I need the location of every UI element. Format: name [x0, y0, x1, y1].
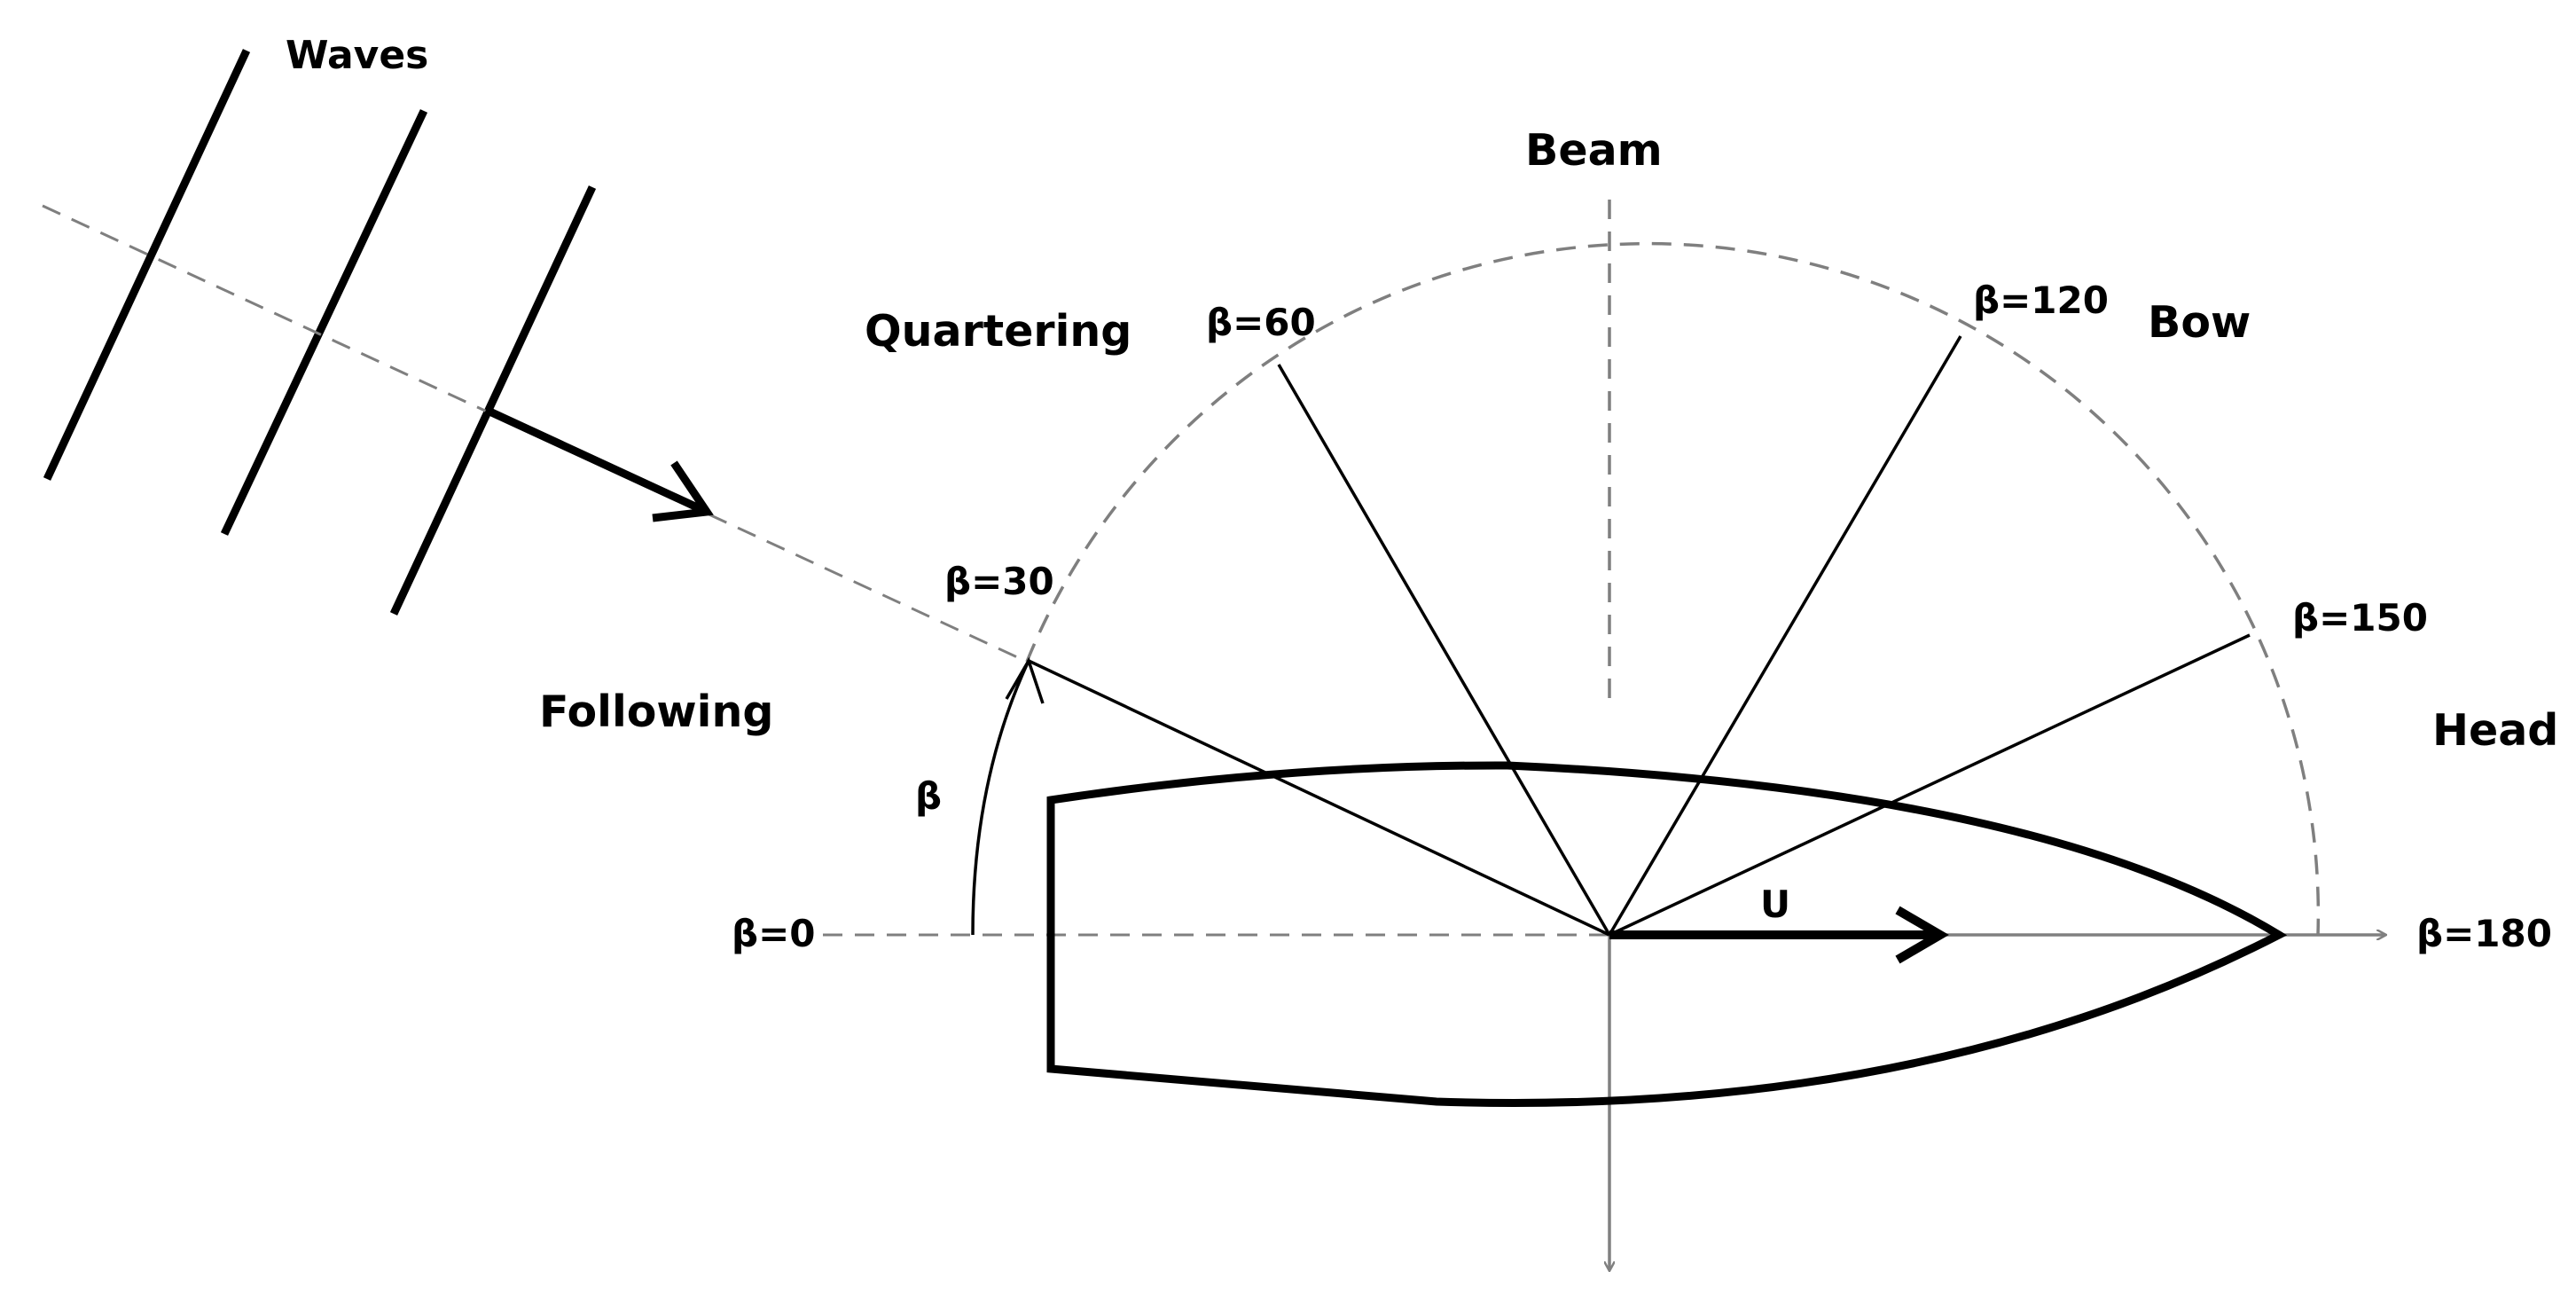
bow-label: Bow	[2148, 297, 2251, 348]
beta-symbol-label: β	[915, 774, 942, 818]
beta-120-label: β=120	[1973, 279, 2109, 322]
beta-angle-arc	[971, 656, 1045, 936]
velocity-label: U	[1760, 883, 1790, 926]
heading-line-120	[1608, 335, 1962, 936]
beta-60-label: β=60	[1206, 301, 1316, 344]
beta-0-label: β=0	[732, 912, 815, 955]
quartering-label: Quartering	[865, 306, 1131, 357]
wave-propagation-arrow	[484, 405, 714, 522]
velocity-arrow	[1609, 906, 1949, 964]
wave-crests	[43, 49, 597, 616]
heading-dashed-semicircle	[1025, 241, 2321, 936]
wave-crest-line	[389, 185, 597, 616]
head-label: Head	[2432, 705, 2558, 756]
heading-line-30	[1028, 659, 1610, 937]
beta-150-label: β=150	[2292, 596, 2428, 640]
beam-label: Beam	[1525, 125, 1663, 176]
heading-line-60	[1277, 364, 1611, 936]
wave-crest-line	[43, 49, 251, 481]
wave-crest-line	[220, 109, 428, 536]
beta-180-label: β=180	[2416, 912, 2552, 955]
wave-direction-dashed-line	[42, 204, 1028, 663]
following-label: Following	[539, 687, 773, 737]
beta-30-label: β=30	[944, 560, 1054, 603]
waves-label: Waves	[286, 33, 428, 78]
ship-hull-outline	[1046, 761, 2288, 1107]
heading-line-150	[1609, 633, 2251, 937]
heading-lines	[1028, 335, 2251, 937]
